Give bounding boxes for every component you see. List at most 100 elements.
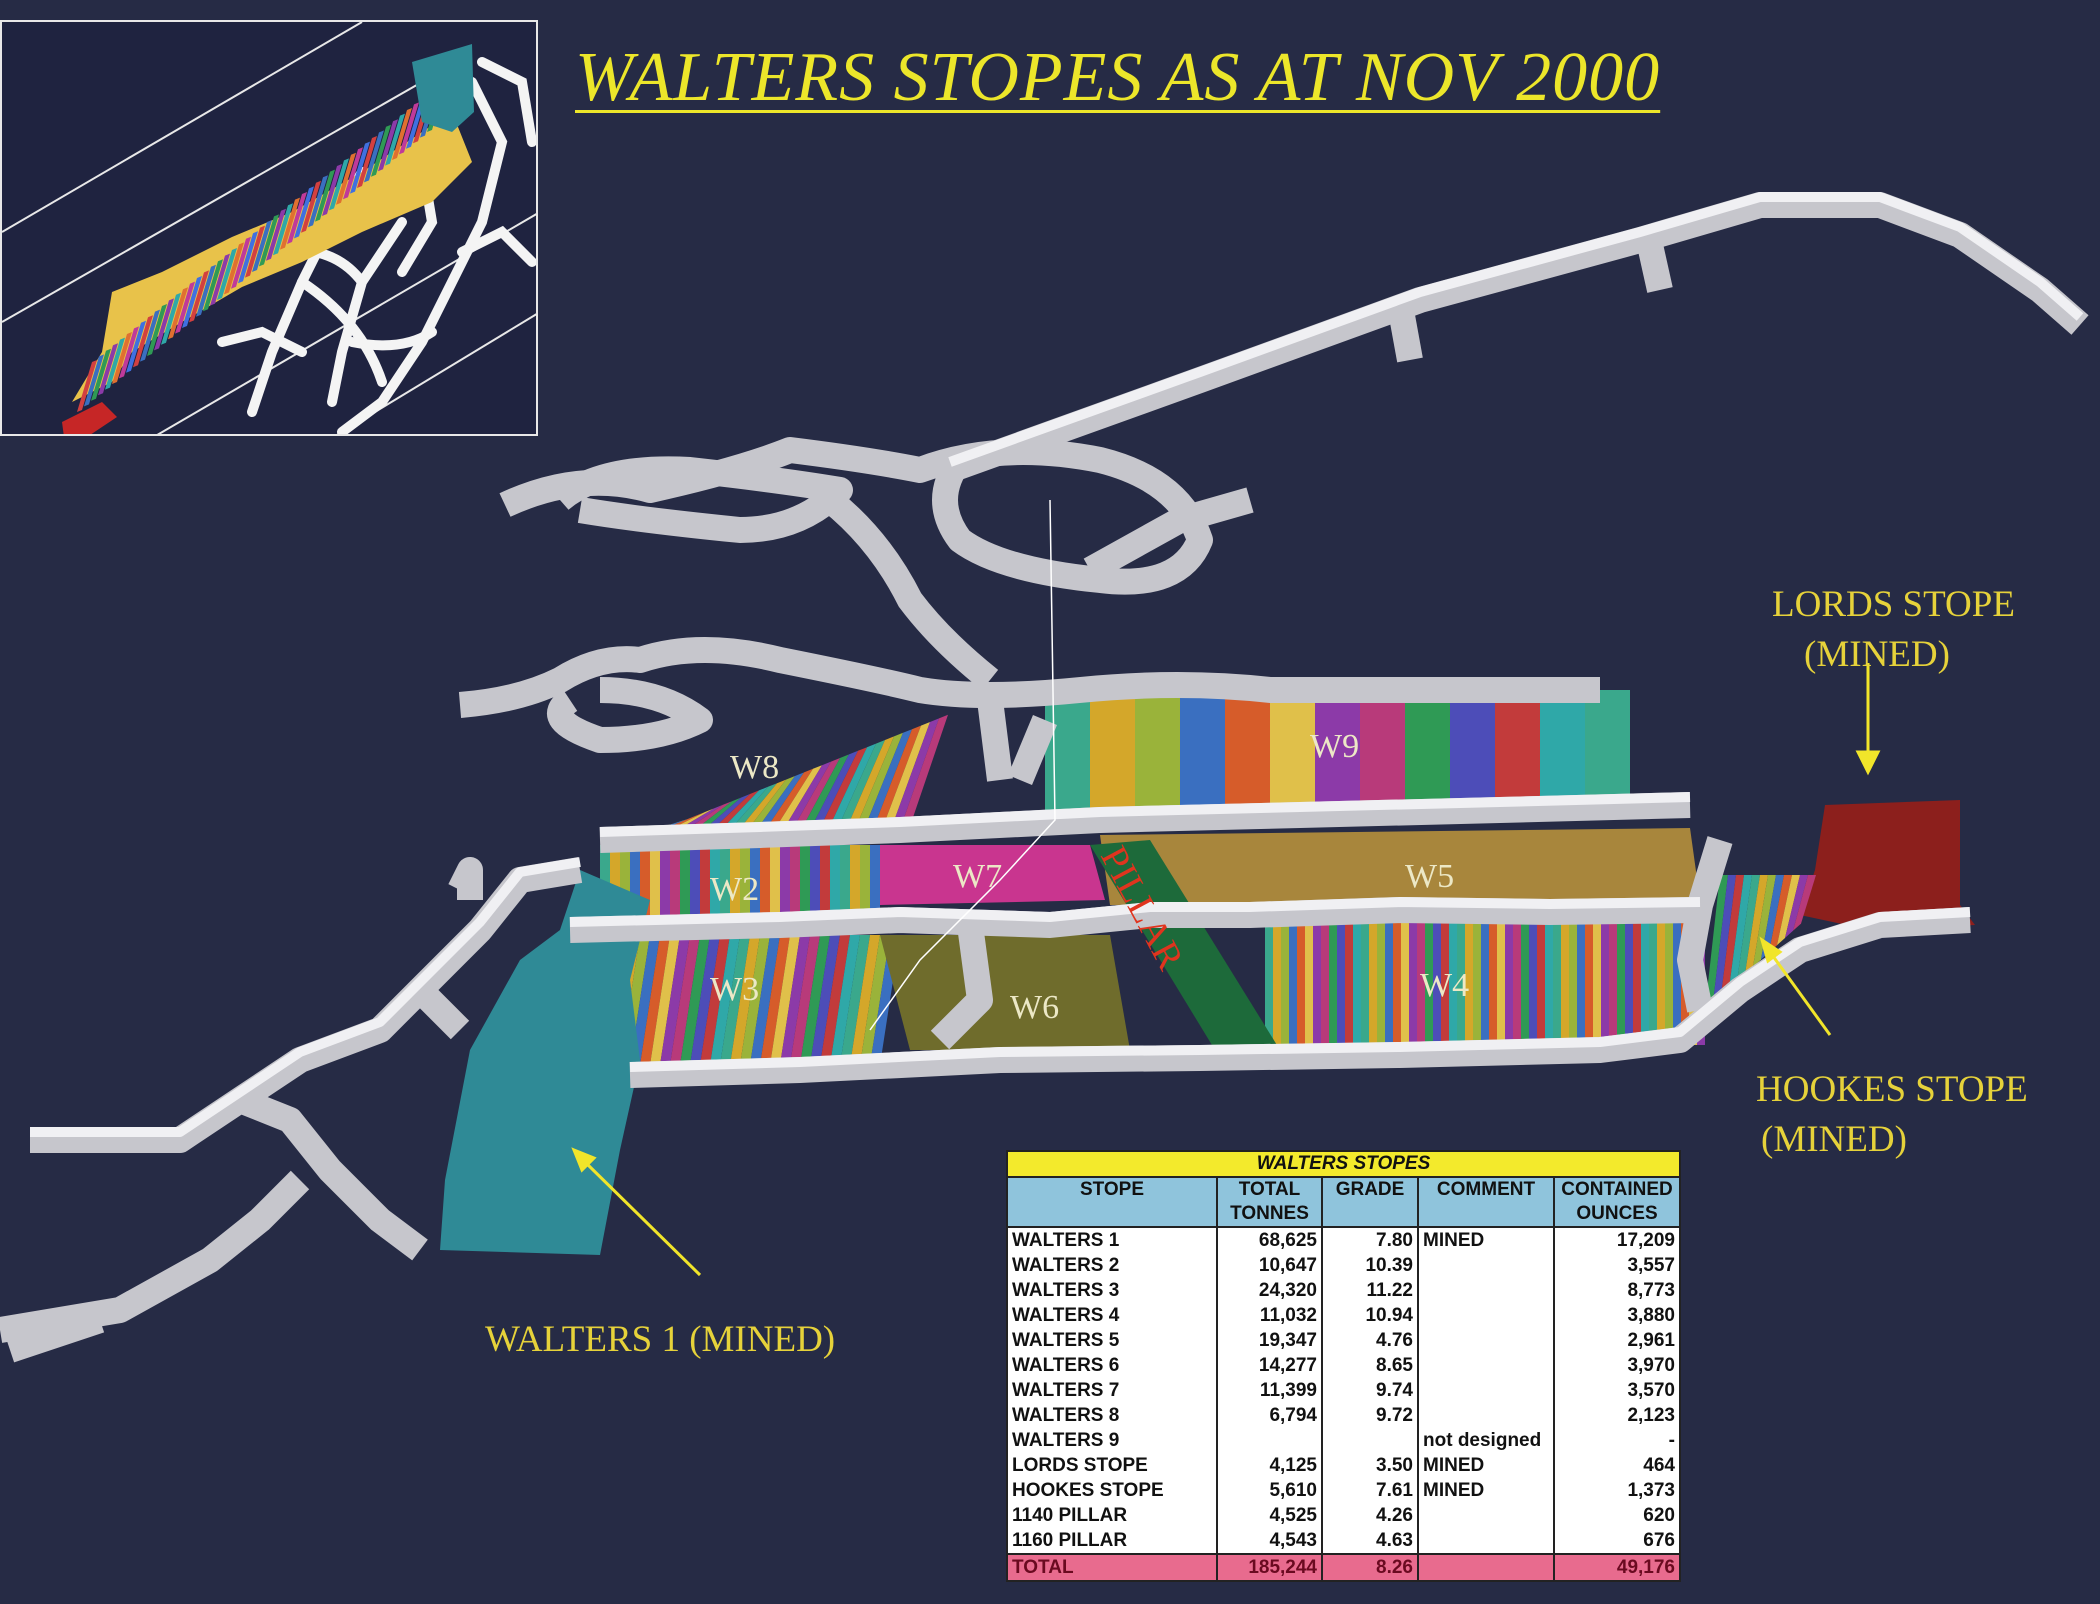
stope-stripe [701,794,750,832]
cell-tonnes: 14,277 [1216,1353,1323,1378]
stope-stripe [1449,918,1457,1045]
stope-stripe [863,729,912,832]
header-stope: STOPE [1006,1176,1218,1228]
cell-tonnes: 6,794 [1216,1403,1323,1428]
inset-stripe [84,354,104,407]
stope-stripe [780,845,790,925]
stope-stripe [700,845,710,925]
stope-stripe [1045,690,1090,810]
cell-stope: HOOKES STOPE [1006,1478,1218,1503]
stope-stripe [1281,918,1289,1045]
stope-stripe [1180,690,1225,810]
label-w2: W2 [710,871,759,908]
header-stope-text: STOPE [1079,1179,1145,1200]
stope-stripe [1540,690,1585,810]
inset-stripe [385,113,405,166]
stope-stripe [1713,875,1736,1003]
stope-stripe [1495,690,1540,810]
cell-grade: 10.39 [1321,1253,1419,1278]
label-w6: W6 [1010,989,1059,1026]
callout-walters1: WALTERS 1 (MINED) [485,1319,836,1360]
cell-grade: 3.50 [1321,1453,1419,1478]
cell-stope: WALTERS 7 [1006,1378,1218,1403]
stope-stripe [1393,918,1401,1045]
stopes [440,690,1975,1255]
stope-stripe [1405,690,1450,810]
stope-stripe [1777,875,1800,946]
inset-stripe [252,220,272,272]
stope-stripe [1337,918,1345,1045]
stope-w9 [1045,690,1630,810]
cell-grade: 11.22 [1321,1278,1419,1303]
stope-stripe [810,845,820,925]
stope-stripe [770,845,780,925]
inset-stripe [182,276,202,328]
stope-stripe [1273,918,1281,1045]
stope-stripe [1353,918,1361,1045]
inset-stripe [322,164,342,216]
stope-stripe [1441,918,1449,1045]
stope-stripe [1601,918,1609,1045]
inset-stripe [189,270,209,323]
stope-stripe [730,935,760,1065]
inset-stripe [210,253,230,306]
inset-stripe [364,130,384,183]
inset-stripe [91,348,111,401]
stope-stripe [1315,690,1360,810]
cell-ounces: 3,570 [1553,1378,1681,1403]
header-comment-text: COMMENT [1436,1179,1536,1200]
stope-stripe [1577,918,1585,1045]
stope-stripe [1360,690,1405,810]
stope-stripe [1401,918,1409,1045]
cell-ounces: 8,773 [1553,1278,1681,1303]
stope-stripe [630,935,660,1065]
stope-stripe [791,758,840,832]
stope-stripe [1225,690,1270,810]
cell-tonnes: 4,543 [1216,1528,1323,1554]
inset-stripe [259,214,279,267]
inset-stripe [287,192,307,244]
cell-tonnes: 11,399 [1216,1378,1323,1403]
stope-stripe [830,935,860,1065]
stope-stripe [820,845,830,925]
stope-stripe [1633,918,1641,1045]
stope-stripe [1090,690,1135,810]
inset-drawing [2,22,536,434]
inset-stripe [154,298,174,351]
stope-stripe [1481,918,1489,1045]
stope-stripe [790,935,820,1065]
stope-stripe [1617,918,1625,1045]
stope-stripe [680,935,710,1065]
stope-stripe [710,790,759,832]
stope-stripe [760,935,790,1065]
cell-stope: LORDS STOPE [1006,1453,1218,1478]
cell-comment [1417,1353,1555,1378]
hookes-arrow [1768,951,1832,1036]
walters1-arrow [583,1160,702,1277]
cell-comment [1417,1528,1555,1554]
stope-stripe [800,935,830,1065]
label-w9: W9 [1310,728,1359,765]
cell-grade: 9.72 [1321,1403,1419,1428]
stope-stripe [700,935,730,1065]
stope-w4 [1265,918,1705,1045]
stope-stripe [860,935,890,1065]
stope-stripe [1289,918,1297,1045]
stope-stripe [746,776,795,832]
stope-stripe [1465,918,1473,1045]
cell-comment: not designed [1417,1428,1555,1453]
label-w7: W7 [953,858,1002,895]
inset-stripe [133,315,153,368]
stope-hookes [1705,875,1816,1010]
inset-stripe [196,264,216,317]
cell-tonnes: 68,625 [1216,1227,1323,1253]
cell-comment [1417,1403,1555,1428]
stope-stripe [1505,918,1513,1045]
drive-highlights [30,192,2084,1137]
stope-stripe [1305,918,1313,1045]
